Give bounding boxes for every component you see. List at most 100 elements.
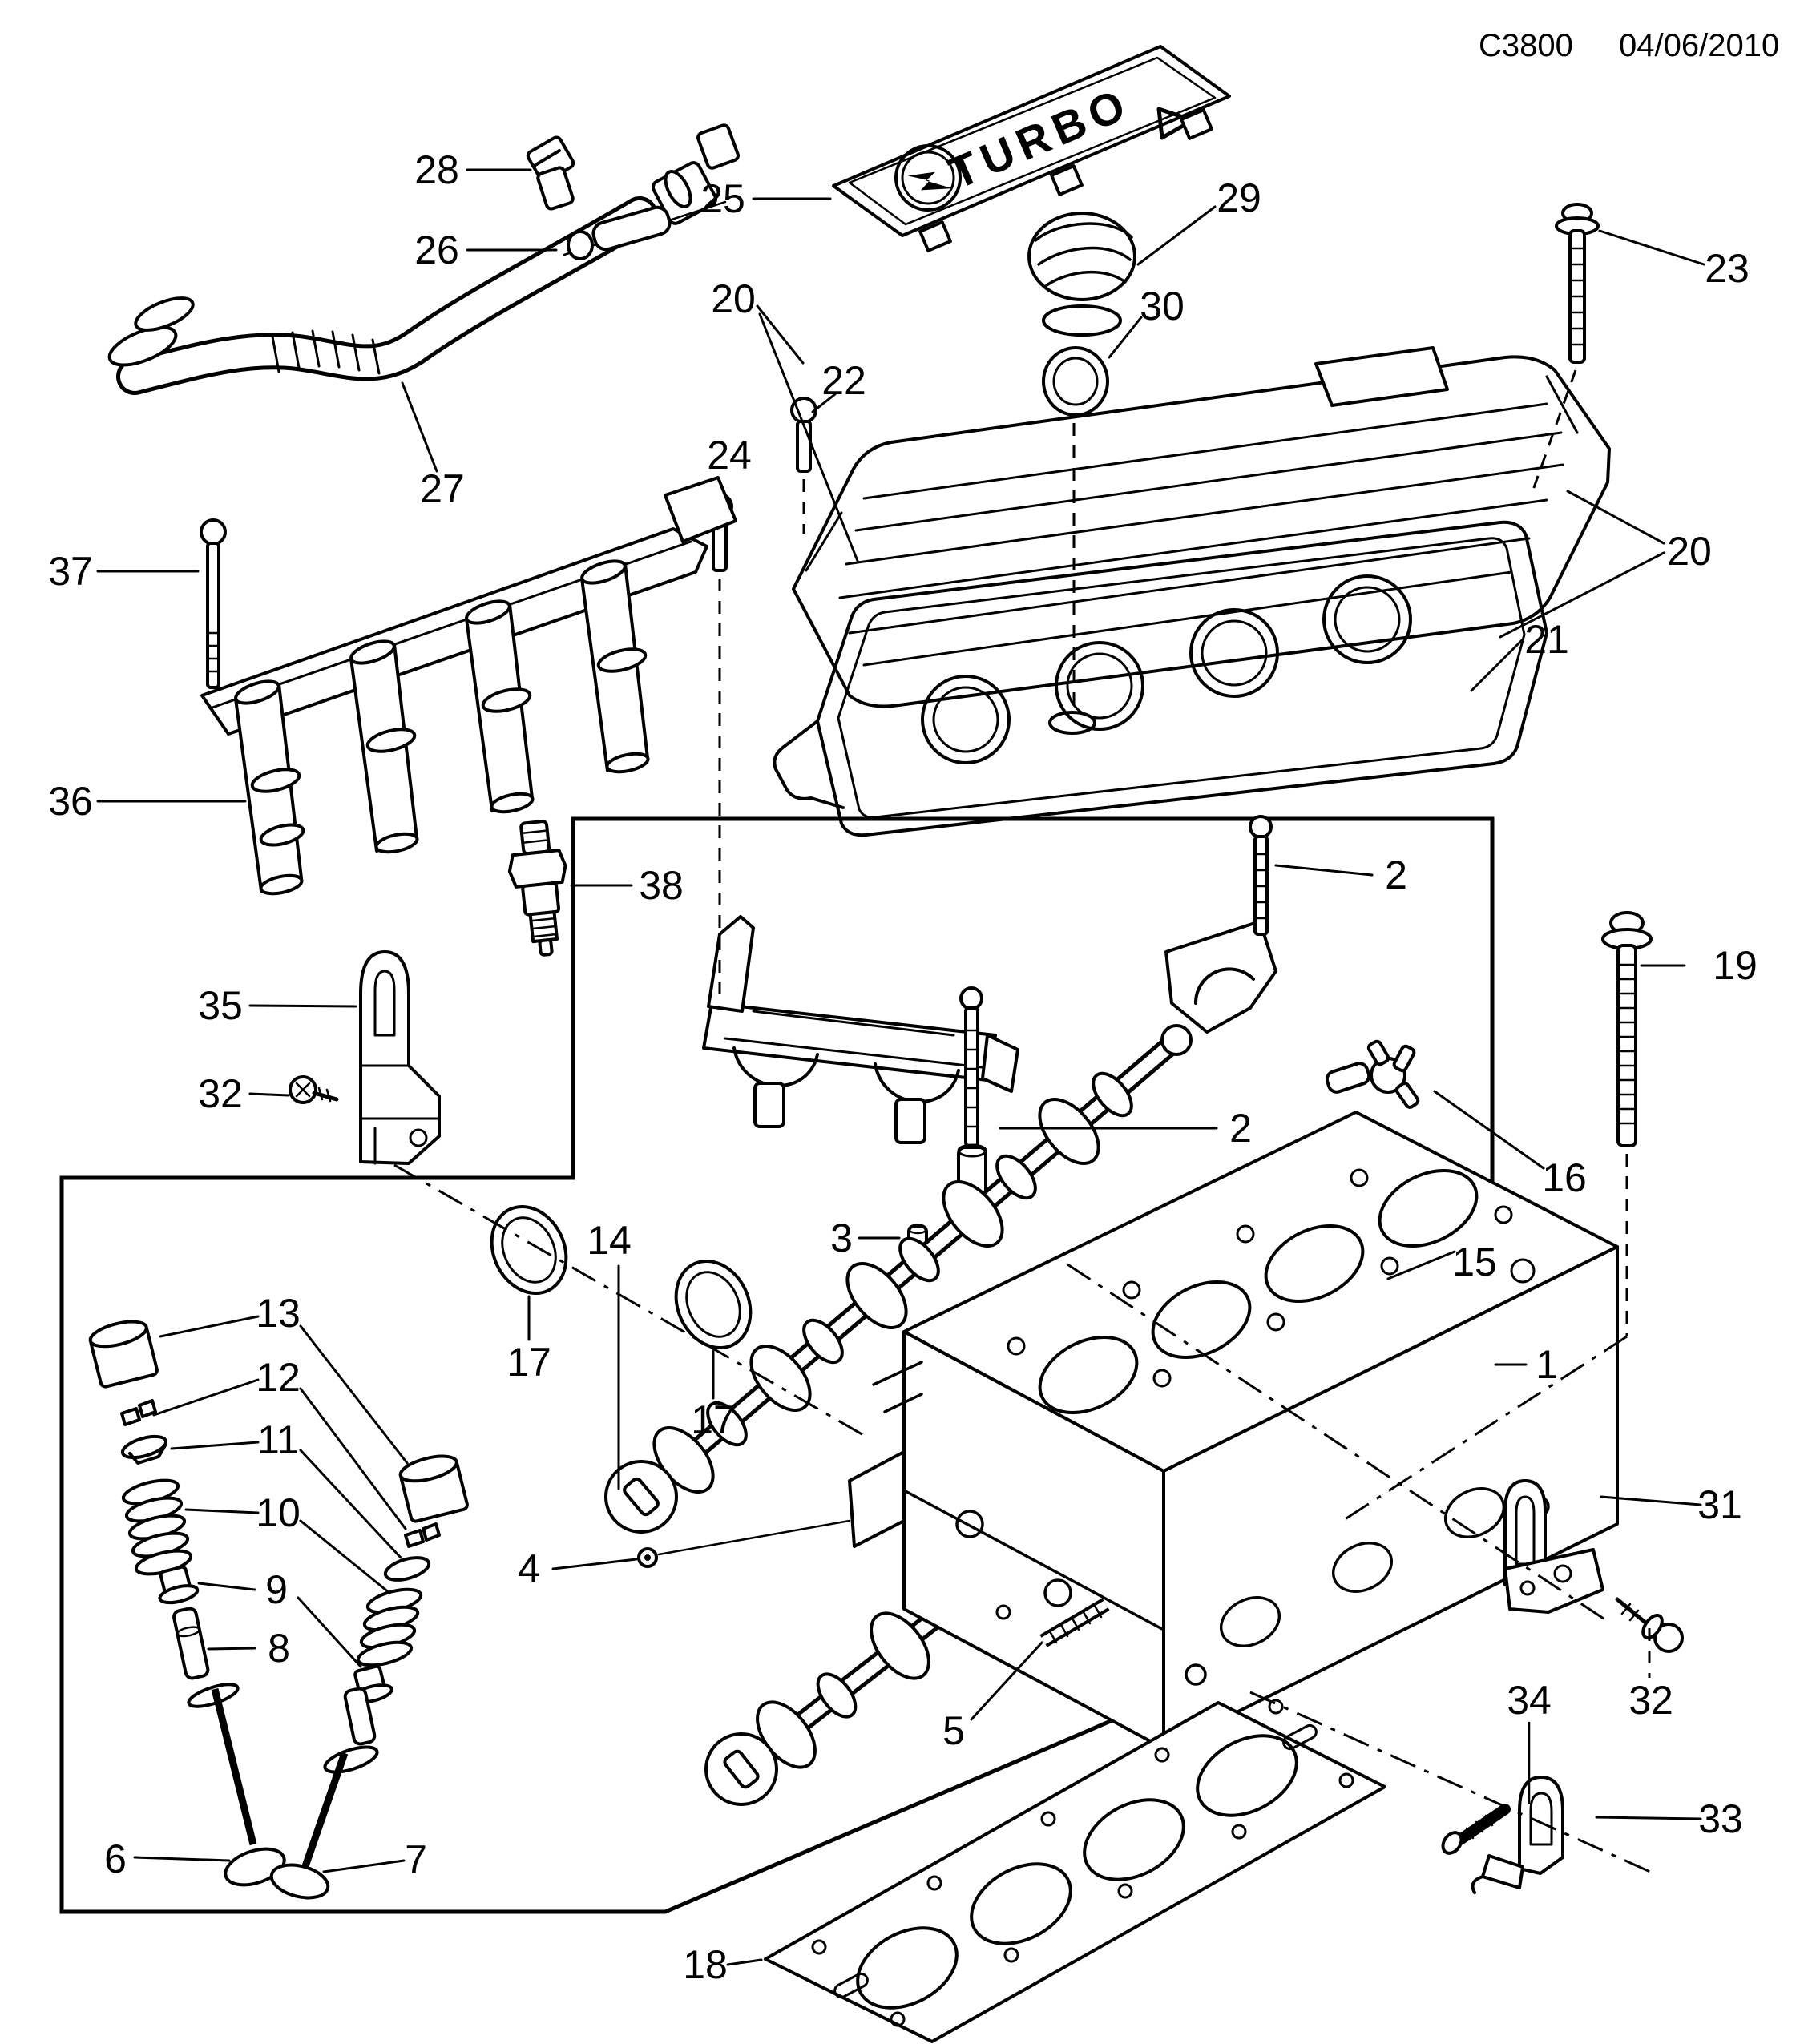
cap-oring-inner <box>1052 357 1099 406</box>
valve-spring-10b <box>356 1587 423 1667</box>
valve-guide-8 <box>172 1607 210 1680</box>
cylinder-head <box>848 1111 1619 1750</box>
cover-edges <box>805 375 1579 572</box>
callout-14: 14 <box>587 1218 632 1263</box>
head-plug-4 <box>637 1547 658 1568</box>
leader-lines <box>96 168 1705 1966</box>
callout-1: 1 <box>1536 1342 1558 1387</box>
callout-26: 26 <box>414 228 459 272</box>
gasket-towers <box>921 574 1412 764</box>
callout-32b: 32 <box>1628 1678 1673 1723</box>
construction-lines <box>393 369 1658 1877</box>
stud-34 <box>1441 1804 1511 1855</box>
callout-25: 25 <box>700 176 745 221</box>
callout-37: 37 <box>48 549 93 594</box>
callout-2b: 2 <box>1229 1106 1252 1151</box>
coil-tower-1 <box>234 679 305 896</box>
gasket-outer <box>816 520 1548 837</box>
cover-arrow-icon <box>1156 107 1195 140</box>
coil-tower-4 <box>580 559 650 774</box>
camshaft-cover <box>792 346 1611 735</box>
ignition-coil-rail <box>200 476 737 896</box>
bracket-33 <box>1471 1776 1564 1894</box>
hose-corrugation <box>271 329 381 375</box>
assembly-group-box <box>59 816 1495 1914</box>
callout-9: 9 <box>265 1567 288 1612</box>
cap-bolt-2b <box>957 986 987 1211</box>
bracket-35 <box>359 950 441 1165</box>
head-bolt-19 <box>1601 911 1653 1147</box>
brand-logo-ring <box>901 151 955 205</box>
tappet-13b <box>398 1454 469 1523</box>
callout-20a: 20 <box>711 276 756 321</box>
lightning-icon <box>907 171 953 191</box>
callout-17b: 17 <box>691 1397 736 1442</box>
valve-keepers-12 <box>120 1399 157 1426</box>
rail-bolt-37 <box>200 518 227 689</box>
callout-4: 4 <box>518 1546 540 1591</box>
head-end-boss <box>848 1450 906 1548</box>
doc-date: 04/06/2010 <box>1619 28 1779 63</box>
cam-seal-17a <box>490 1204 568 1296</box>
coil-tower-3 <box>465 599 535 814</box>
valve-keepers-12b <box>404 1522 441 1548</box>
gasket-left-tab <box>773 720 845 809</box>
callout-17a: 17 <box>506 1340 551 1385</box>
valve-guide-8b <box>343 1687 377 1746</box>
callout-33: 33 <box>1698 1796 1743 1841</box>
hose-end-collar2 <box>134 296 195 332</box>
breather-hose-assembly <box>107 123 740 395</box>
cover-pod <box>1314 346 1449 407</box>
tappet-13 <box>88 1320 159 1389</box>
head-gasket <box>764 1699 1386 2043</box>
cap-dome <box>1027 212 1136 301</box>
callout-30: 30 <box>1140 284 1185 329</box>
sensor-28 <box>526 135 575 211</box>
callout-16: 16 <box>1542 1155 1587 1200</box>
callout-29: 29 <box>1217 175 1261 220</box>
head-top-details <box>1007 1168 1536 1388</box>
spring-retainer-11b <box>383 1556 431 1582</box>
callout-11: 11 <box>257 1417 299 1462</box>
callout-19: 19 <box>1713 943 1758 988</box>
callout-38: 38 <box>639 863 684 908</box>
hose-end-collar <box>107 325 178 367</box>
gasket-holes <box>811 1699 1354 2027</box>
cover-bolt-22 <box>790 397 817 473</box>
cover-oil-fill-hole <box>1048 711 1096 735</box>
hose-body-inner <box>120 200 654 391</box>
cam-trigger-16 <box>1325 1039 1420 1109</box>
callout-24: 24 <box>707 433 752 478</box>
valve-seal-9 <box>158 1565 200 1605</box>
callout-28: 28 <box>414 147 459 192</box>
spring-seat-washer-b <box>323 1745 379 1774</box>
cover-tab3 <box>1180 108 1213 140</box>
hose-pipe-cap <box>696 123 740 170</box>
callout-6: 6 <box>104 1836 127 1881</box>
callout-2a: 2 <box>1385 853 1407 897</box>
callout-8: 8 <box>268 1626 290 1671</box>
callout-27: 27 <box>420 466 465 511</box>
callout-31: 31 <box>1697 1482 1742 1527</box>
callout-36: 36 <box>48 779 93 824</box>
turbo-cover: TURBO <box>832 45 1231 252</box>
valve-spring-10 <box>121 1478 193 1576</box>
callout-15: 15 <box>1452 1240 1497 1284</box>
cam-seal-17b <box>674 1259 753 1350</box>
callout-23: 23 <box>1705 246 1750 291</box>
cable-26 <box>563 200 727 260</box>
turbo-cover-inner-line <box>848 56 1217 226</box>
bracket-bolt-32a <box>289 1075 339 1104</box>
callout-12: 12 <box>256 1355 301 1400</box>
hose-clamp-ring <box>664 170 692 208</box>
valve-train <box>88 1320 469 1900</box>
callout-10: 10 <box>256 1490 301 1535</box>
bracket-bolt-32b <box>1615 1597 1684 1653</box>
valve-6 <box>211 1687 286 1887</box>
spark-plug-38 <box>507 820 567 957</box>
camshaft-intake-14 <box>604 1024 1193 1534</box>
cap-oring-outer <box>1042 346 1109 417</box>
